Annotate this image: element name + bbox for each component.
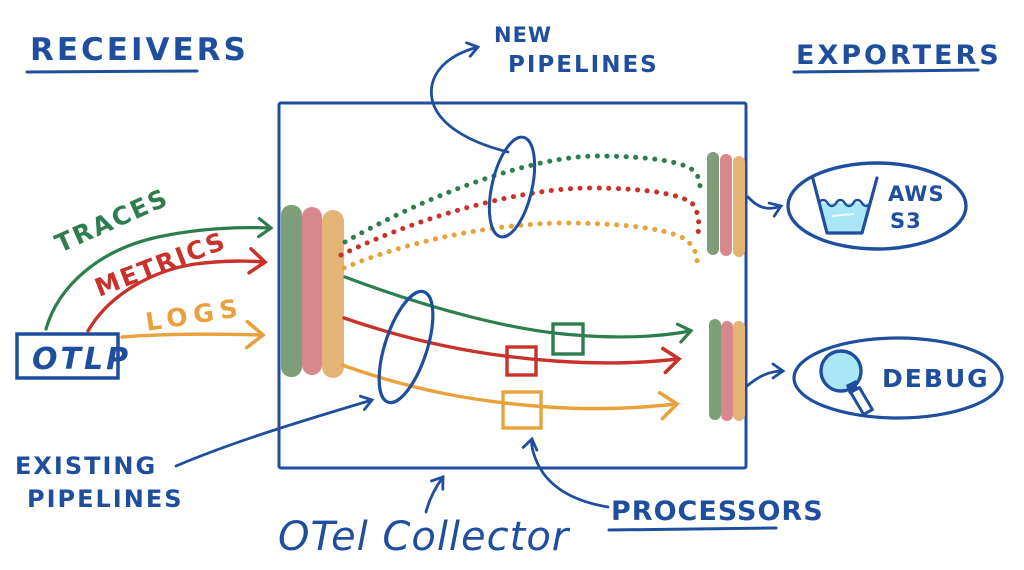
existing-pipeline-metrics-line [342,316,682,375]
new-pipelines-label-line2: PIPELINES [508,52,659,78]
logs-input-arrow [120,319,266,350]
processors-underline [607,526,778,532]
aws-s3-exporter: AWS S3 [786,161,968,251]
new-pipeline-traces-dotted [342,153,703,245]
collector-pointer-arrow [424,475,445,514]
existing-pipelines-ellipse [377,289,435,405]
exporter-bar-new-traces [707,152,719,255]
exporter-bar-new-logs [733,156,745,257]
magnifier-icon [819,349,874,416]
exporters-heading: EXPORTERS [792,40,1002,74]
metrics-input-arrow [86,247,268,333]
processors-label: PROCESSORS [607,496,824,532]
bucket-icon [811,176,879,235]
existing-pipeline-traces-line [343,275,694,344]
otlp-label: OTLP [32,342,131,377]
exporters-underline [792,68,980,74]
aws-label-line2: S3 [890,209,922,233]
existing-pipelines-label-line2: PIPELINES [27,485,184,513]
exporter-bar-existing-metrics [721,321,733,421]
new-pipelines-label-line1: NEW [494,23,552,47]
otel-collector-box [277,101,748,470]
aws-export-arrow [746,195,784,218]
metrics-processor-square [505,345,538,377]
otlp-box [15,332,120,380]
exporter-bar-new-metrics [720,154,732,256]
debug-exporter: DEBUG [792,336,1004,420]
receiver-buffer-bars [281,205,344,378]
processors-pointer-arrow [521,436,610,509]
traces-processor-square [551,322,585,356]
existing-pipelines-label: EXISTING PIPELINES [15,452,184,513]
receiver-bar-metrics [302,207,322,375]
receiver-bar-logs [322,210,344,378]
otel-collector-label: OTel Collector [278,514,571,560]
traces-label: TRACES [51,183,173,259]
exporter-bar-existing-traces [709,319,721,420]
otlp-source: OTLP [15,332,131,380]
new-pipeline-logs-dotted [341,220,700,271]
existing-pipelines-pointer-arrow [174,394,375,468]
exporter-bars-new [707,152,745,257]
debug-export-arrow [745,362,786,388]
receiver-bar-traces [281,205,302,377]
receivers-heading: RECEIVERS [25,32,249,74]
debug-oval [792,336,1004,420]
aws-s3-oval [786,161,968,251]
aws-label-line1: AWS [888,182,945,206]
receivers-title: RECEIVERS [30,32,249,68]
receivers-underline [25,69,199,74]
debug-label: DEBUG [882,364,990,393]
new-pipelines-label: NEW PIPELINES [494,23,659,78]
exporters-title: EXPORTERS [796,40,1002,71]
traces-input-arrow [44,216,274,331]
logs-processor-square [501,390,543,430]
new-pipelines-ellipse [487,135,537,239]
existing-pipelines-label-line1: EXISTING [15,452,157,480]
exporter-bars-existing [709,319,745,421]
existing-pipeline-logs-line [340,363,680,421]
processors-label-text: PROCESSORS [611,496,824,527]
new-pipelines-pointer-arrow [430,41,510,154]
new-pipelines-group [338,153,703,271]
logs-label: LOGS [143,293,245,337]
exporter-bar-existing-logs [733,321,745,421]
